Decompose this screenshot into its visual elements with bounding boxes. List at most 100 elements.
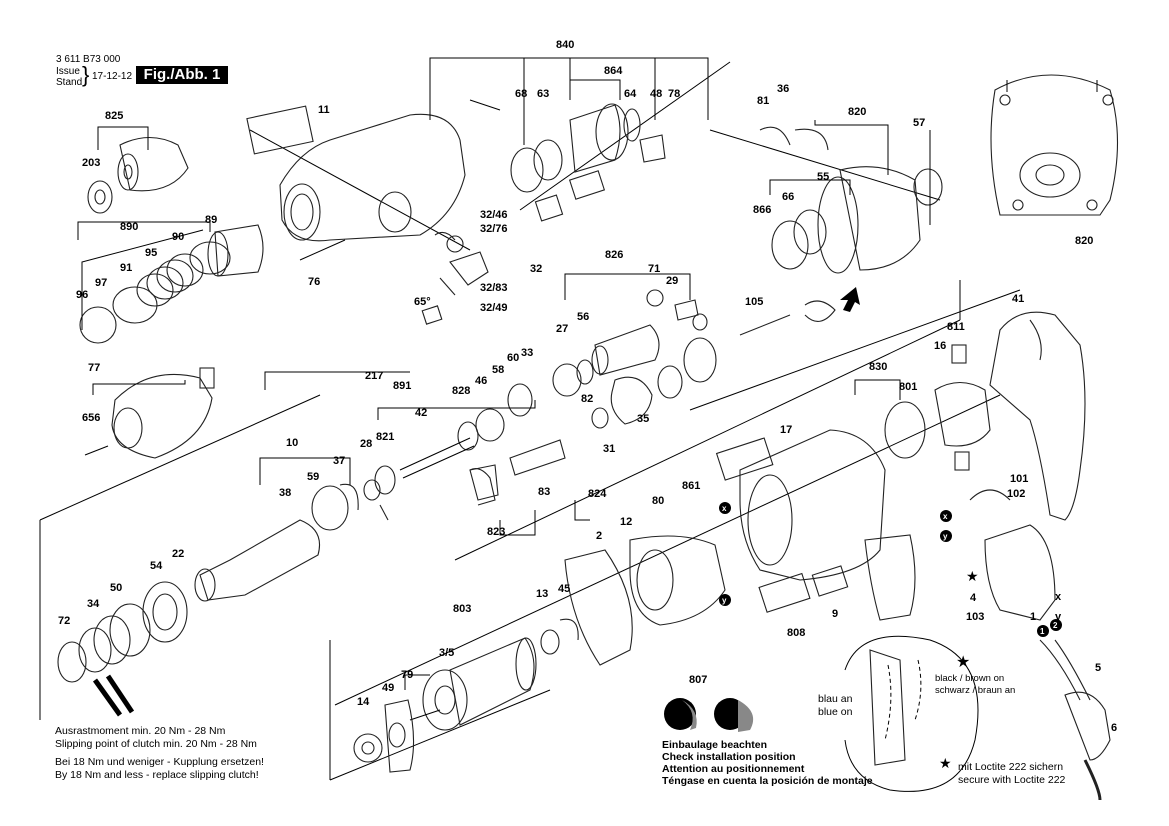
part-chuck-825 [87, 136, 189, 214]
part-handle-41 [989, 311, 1086, 521]
marker-y-right: y [940, 530, 952, 542]
replace-note-de: Bei 18 Nm und weniger - Kupplung ersetze… [55, 756, 264, 768]
figure-label: Fig./Abb. 1 [136, 66, 228, 84]
part-number-label: 96 [76, 289, 88, 301]
part-number-label: 811 [947, 321, 965, 333]
part-number-label: 1 [1030, 611, 1036, 623]
part-number-label: 90 [172, 231, 184, 243]
part-number-label: 76 [308, 276, 320, 288]
part-number-label: 808 [787, 627, 805, 639]
part-housing-11 [246, 105, 466, 261]
wire-blue-de: blau an [818, 693, 853, 705]
part-armature-803 [353, 618, 579, 773]
part-number-label: 83 [538, 486, 550, 498]
part-number-label: 4 [970, 592, 977, 604]
marker-x-right: x [940, 510, 952, 522]
part-number-label: 79 [401, 669, 413, 681]
part-number-label: 102 [1007, 488, 1025, 500]
part-number-label: 821 [376, 431, 394, 443]
part-number-label: 37 [333, 455, 345, 467]
part-number-label: 77 [88, 362, 100, 374]
part-number-label: 97 [95, 277, 107, 289]
stand-label: Stand [56, 77, 83, 88]
part-stator-2 [564, 535, 726, 666]
part-number-label: 29 [666, 275, 678, 287]
part-number-label: 825 [105, 110, 123, 122]
part-piston-826 [552, 289, 708, 397]
part-number-label: 32/49 [480, 302, 508, 314]
part-number-label: 46 [475, 375, 487, 387]
part-number-label: 823 [487, 526, 505, 538]
part-motor-housing-801 [715, 429, 916, 621]
issue-date: 17-12-12 [92, 71, 133, 82]
part-number-label: 828 [452, 385, 470, 397]
part-chuck-656 [84, 367, 215, 459]
part-gear-group-840 [510, 103, 666, 222]
part-number-label: 48 [650, 88, 662, 100]
part-number-label: 78 [668, 88, 680, 100]
star-icon: ★ [956, 654, 970, 671]
part-number-label: 866 [753, 204, 771, 216]
part-number-label: 10 [286, 437, 298, 449]
part-number-label: 27 [556, 323, 568, 335]
loctite-note-de: mit Loctite 222 sichern [958, 761, 1064, 773]
part-number-label: 45 [558, 583, 570, 595]
part-number-label: 32/46 [480, 209, 508, 221]
part-number-label: 11 [318, 104, 330, 116]
wire-blue-en: blue on [818, 706, 853, 718]
part-number-label: 17 [780, 424, 792, 436]
svg-text:2: 2 [1053, 621, 1058, 630]
part-number-label: 56 [577, 311, 589, 323]
circled-number-2-icon: 2 [1050, 619, 1062, 631]
part-number-label: 49 [382, 682, 394, 694]
part-number-label: 72 [58, 615, 70, 627]
part-number-label: 41 [1012, 293, 1024, 305]
part-number-label: 31 [603, 443, 615, 455]
svg-text:1: 1 [1040, 627, 1045, 636]
part-number-label: 35 [637, 413, 649, 425]
part-housing-top-view [990, 74, 1118, 216]
part-number-label: 864 [604, 65, 623, 77]
part-number-label: 91 [120, 262, 132, 274]
part-gear-housing-820 [739, 126, 943, 336]
part-number-label: 66 [782, 191, 794, 203]
part-number-label: 60 [507, 352, 519, 364]
part-number-label: 95 [145, 247, 157, 259]
part-number-label: 2 [596, 530, 602, 542]
part-number-label: 58 [492, 364, 504, 376]
part-number-label: 840 [556, 39, 574, 51]
part-number-label: 203 [82, 157, 100, 169]
part-number-label: 16 [934, 340, 946, 352]
part-number-label: 89 [205, 214, 217, 226]
clutch-note-de: Ausrastmoment min. 20 Nm - 28 Nm [55, 725, 226, 737]
part-spindle-821 [194, 465, 396, 602]
part-cable-5 [1039, 639, 1111, 801]
svg-text:y: y [943, 532, 948, 541]
part-lever-861 [469, 468, 496, 506]
part-number-label: 830 [869, 361, 887, 373]
part-number-label: 105 [745, 296, 763, 308]
part-number-label: 32/83 [480, 282, 508, 294]
part-number-label: 891 [393, 380, 411, 392]
part-number-label: 9 [832, 608, 838, 620]
part-number-label: 12 [620, 516, 632, 528]
part-brush-holder-16 [884, 344, 991, 471]
part-number-label: 101 [1010, 473, 1028, 485]
part-number-label: 13 [536, 588, 548, 600]
part-number-label: 63 [537, 88, 549, 100]
part-clutch-rings [57, 581, 188, 717]
marker-y-top: y [719, 594, 731, 606]
part-number-label: 6 [1111, 722, 1117, 734]
part-number-label: 3/5 [439, 647, 454, 659]
part-number-label: 656 [82, 412, 100, 424]
loctite-note-en: secure with Loctite 222 [958, 774, 1066, 786]
part-number-label: 22 [172, 548, 184, 560]
part-switch-lever-32 [421, 231, 489, 325]
part-number-label: 103 [966, 611, 984, 623]
install-position-icons [664, 698, 754, 732]
part-number-label: 81 [757, 95, 769, 107]
part-number-label: 807 [689, 674, 707, 686]
part-number-label: 803 [453, 603, 471, 615]
